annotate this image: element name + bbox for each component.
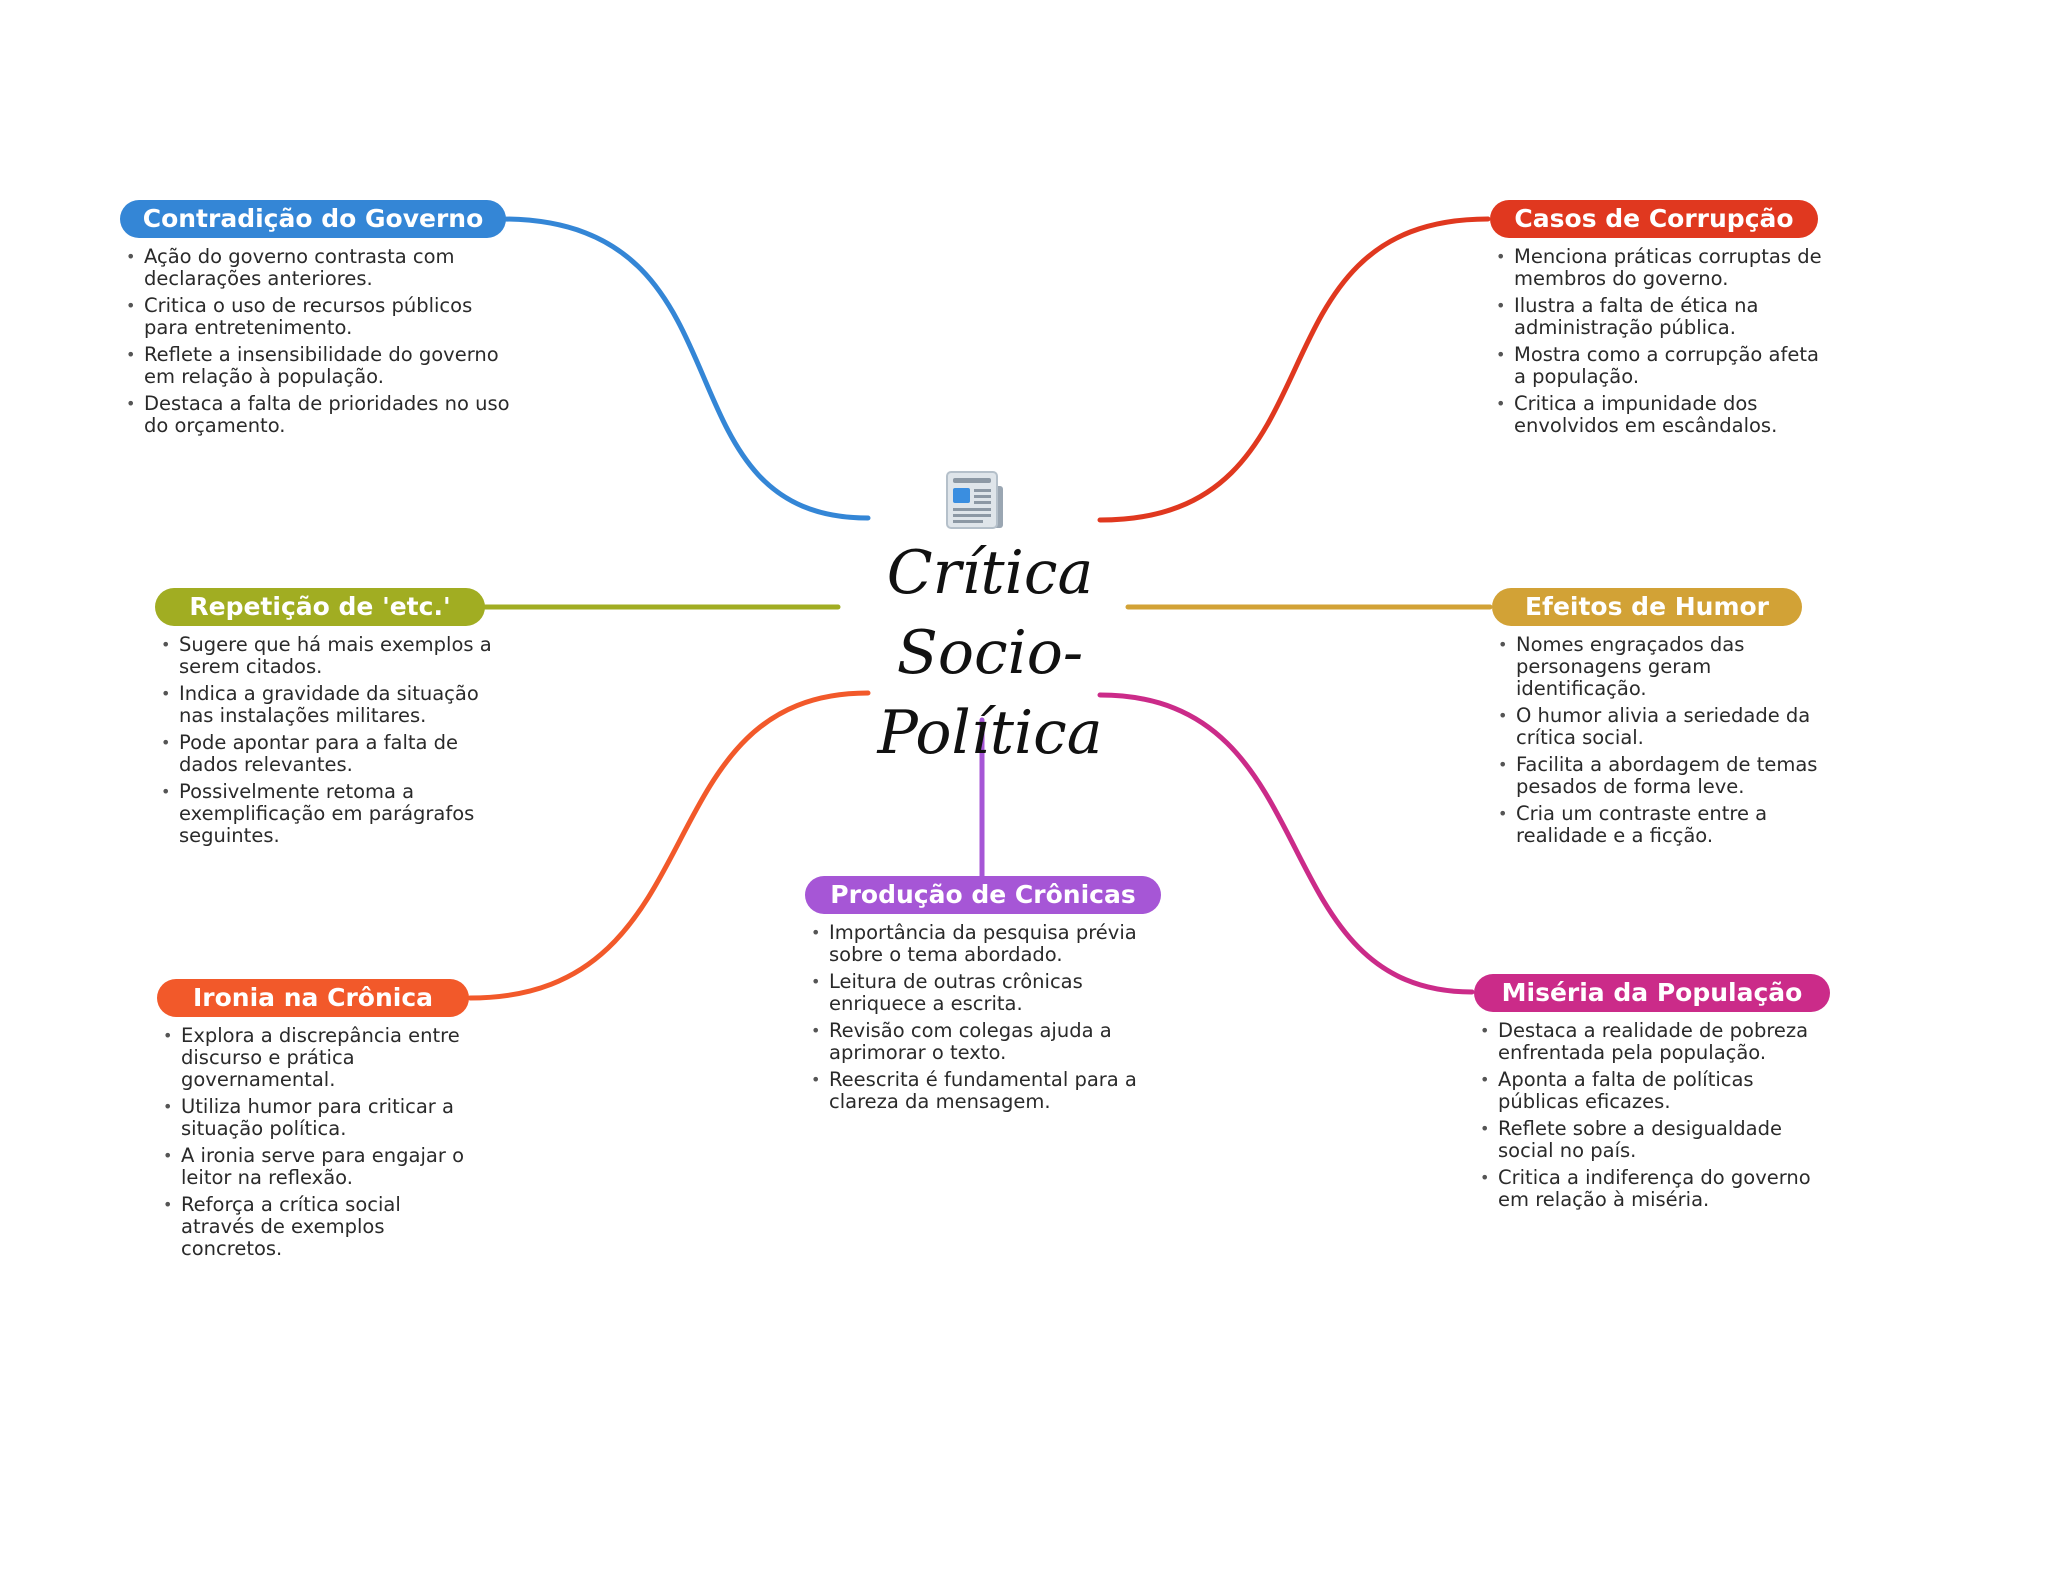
list-item: Facilita a abordagem de temas pesados de… [1498, 754, 1822, 798]
central-topic: Crítica Socio-Política [790, 465, 1190, 768]
producao-list: Importância da pesquisa prévia sobre o t… [805, 922, 1165, 1113]
list-item: Explora a discrepância entre discurso e … [163, 1025, 477, 1091]
list-item: Reflete sobre a desigualdade social no p… [1480, 1118, 1834, 1162]
list-item: Critica a impunidade dos envolvidos em e… [1496, 393, 1830, 437]
branch-miseria: Miséria da População Destaca a realidade… [1474, 974, 1834, 1216]
branch-repeticao: Repetição de 'etc.' Sugere que há mais e… [155, 588, 500, 852]
humor-list: Nomes engraçados das personagens geram i… [1492, 634, 1822, 847]
branch-corrupcao: Casos de Corrupção Menciona práticas cor… [1490, 200, 1830, 442]
list-item: Indica a gravidade da situação nas insta… [161, 683, 500, 727]
topic-humor-label[interactable]: Efeitos de Humor [1492, 588, 1802, 626]
topic-contradicao-label[interactable]: Contradição do Governo [120, 200, 506, 238]
list-item: Leitura de outras crônicas enriquece a e… [811, 971, 1165, 1015]
list-item: Possivelmente retoma a exemplificação em… [161, 781, 500, 847]
central-title-line-1: Crítica [886, 538, 1094, 608]
connector-ironia [467, 690, 871, 1001]
contradicao-list: Ação do governo contrasta com declaraçõe… [120, 246, 510, 437]
branch-ironia: Ironia na Crônica Explora a discrepância… [157, 979, 477, 1265]
ironia-list: Explora a discrepância entre discurso e … [157, 1025, 477, 1260]
topic-ironia-label[interactable]: Ironia na Crônica [157, 979, 469, 1017]
branch-contradicao: Contradição do Governo Ação do governo c… [120, 200, 510, 442]
list-item: Cria um contraste entre a realidade e a … [1498, 803, 1822, 847]
corrupcao-list: Menciona práticas corruptas de membros d… [1490, 246, 1830, 437]
list-item: Revisão com colegas ajuda a aprimorar o … [811, 1020, 1165, 1064]
list-item: Importância da pesquisa prévia sobre o t… [811, 922, 1165, 966]
list-item: Mostra como a corrupção afeta a populaçã… [1496, 344, 1830, 388]
list-item: Reflete a insensibilidade do governo em … [126, 344, 510, 388]
list-item: Nomes engraçados das personagens geram i… [1498, 634, 1822, 700]
list-item: Pode apontar para a falta de dados relev… [161, 732, 500, 776]
list-item: Critica a indiferença do governo em rela… [1480, 1167, 1834, 1211]
list-item: O humor alivia a seriedade da crítica so… [1498, 705, 1822, 749]
list-item: Sugere que há mais exemplos a serem cita… [161, 634, 500, 678]
list-item: Destaca a realidade de pobreza enfrentad… [1480, 1020, 1834, 1064]
newspaper-icon [946, 471, 1003, 529]
branch-humor: Efeitos de Humor Nomes engraçados das pe… [1492, 588, 1822, 852]
list-item: Ação do governo contrasta com declaraçõe… [126, 246, 510, 290]
list-item: Ilustra a falta de ética na administraçã… [1496, 295, 1830, 339]
list-item: Utiliza humor para criticar a situação p… [163, 1096, 477, 1140]
repeticao-list: Sugere que há mais exemplos a serem cita… [155, 634, 500, 847]
topic-producao-label[interactable]: Produção de Crônicas [805, 876, 1161, 914]
connector-miseria [1097, 692, 1475, 995]
branch-producao: Produção de Crônicas Importância da pesq… [805, 876, 1165, 1118]
list-item: A ironia serve para engajar o leitor na … [163, 1145, 477, 1189]
list-item: Aponta a falta de políticas públicas efi… [1480, 1069, 1834, 1113]
central-title-line-2: Socio-Política [877, 618, 1103, 768]
list-item: Destaca a falta de prioridades no uso do… [126, 393, 510, 437]
connector-corrupcao [1097, 216, 1491, 523]
list-item: Critica o uso de recursos públicos para … [126, 295, 510, 339]
connector-contradicao [499, 216, 871, 521]
topic-repeticao-label[interactable]: Repetição de 'etc.' [155, 588, 485, 626]
list-item: Reescrita é fundamental para a clareza d… [811, 1069, 1165, 1113]
topic-miseria-label[interactable]: Miséria da População [1474, 974, 1830, 1012]
list-item: Menciona práticas corruptas de membros d… [1496, 246, 1830, 290]
list-item: Reforça a crítica social através de exem… [163, 1194, 477, 1260]
topic-corrupcao-label[interactable]: Casos de Corrupção [1490, 200, 1818, 238]
miseria-list: Destaca a realidade de pobreza enfrentad… [1474, 1020, 1834, 1211]
